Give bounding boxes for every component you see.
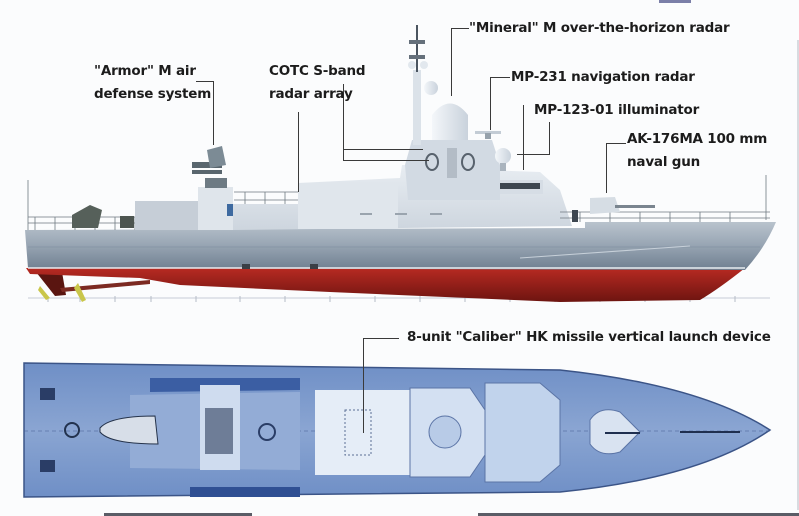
- cotc-leader-h1: [343, 149, 423, 150]
- ak176-leader-h: [606, 143, 626, 144]
- plan-view: [23, 362, 772, 498]
- cotc-leader-v1: [343, 84, 344, 160]
- armor-m-label-line2: defense system: [94, 86, 212, 102]
- mp231-leader-h: [490, 77, 510, 78]
- caliber-label: 8-unit "Caliber" HK missile vertical lau…: [407, 329, 771, 345]
- top-edge-tab: [659, 0, 691, 3]
- mp123-illuminator: [495, 148, 511, 164]
- frame-border: [797, 40, 799, 510]
- cotc-mast-line: [298, 112, 299, 192]
- armor-leader-h: [196, 81, 214, 82]
- armor-leader-v: [213, 81, 214, 145]
- cotc-label-line2: radar array: [269, 86, 353, 102]
- mineral-m-radome: [432, 103, 468, 140]
- mp231-leader-v: [490, 77, 491, 130]
- mp123-label: MP-123-01 illuminator: [534, 102, 700, 118]
- mineral-leader-v: [451, 28, 452, 96]
- caliber-leader-v: [363, 338, 364, 433]
- ak176-label-line2: naval gun: [627, 154, 701, 170]
- main-superstructure: [233, 165, 572, 230]
- bottom-edge-strip-left: [104, 513, 252, 516]
- mp231-label: MP-231 navigation radar: [511, 69, 695, 85]
- cotc-leader-h2: [343, 160, 429, 161]
- main-mast: [408, 25, 438, 145]
- mineral-leader-h: [451, 28, 469, 29]
- ak-176ma-gun: [590, 197, 655, 214]
- ak176-label: AK-176MA 100 mm naval gun: [627, 128, 767, 174]
- mp123-leader-v: [549, 122, 550, 155]
- armor-m-label: "Armor" M air defense system: [94, 60, 211, 106]
- cotc-label: COTC S-band radar array: [269, 60, 366, 106]
- mp123-leader-h: [517, 154, 550, 155]
- propeller-shafts: [36, 272, 150, 302]
- ak176-leader-v: [606, 143, 607, 193]
- bottom-edge-strip-right: [478, 513, 799, 516]
- caliber-leader-h: [363, 338, 399, 339]
- mp231-radar: [475, 131, 501, 134]
- mineral-m-label: "Mineral" M over-the-horizon radar: [469, 20, 730, 36]
- armor-m-system: [192, 146, 227, 188]
- hull-underwater: [26, 268, 745, 302]
- ak176-label-line1: AK-176MA 100 mm: [627, 131, 768, 147]
- mp123-mast-line: [523, 105, 524, 170]
- armor-m-label-line1: "Armor" M air: [94, 63, 196, 79]
- aft-superstructure: [135, 201, 200, 230]
- cotc-label-line1: COTC S-band: [269, 63, 366, 79]
- hull-above-water: [25, 222, 776, 270]
